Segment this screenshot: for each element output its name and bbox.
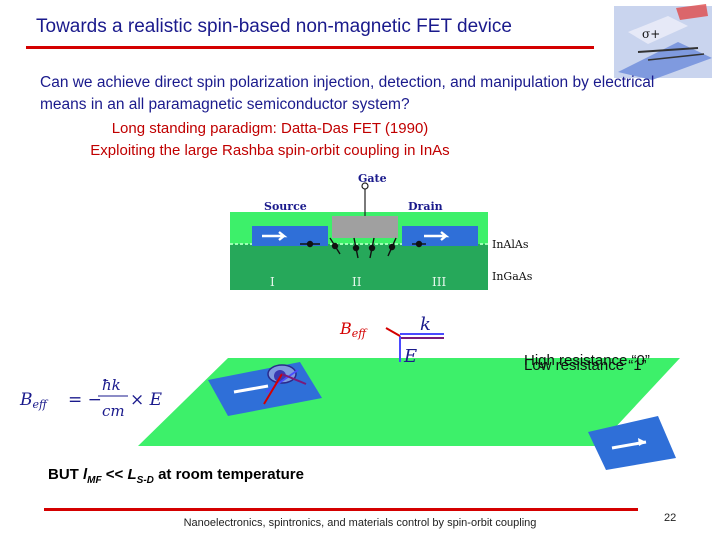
svg-text:× E: × E: [130, 390, 163, 410]
e-vector-label: E: [403, 346, 417, 367]
gate-label: Gate: [358, 172, 387, 185]
rashba-formula: Beff = − ħk cm × E: [19, 376, 163, 420]
spin-precession-sphere: [263, 364, 307, 405]
intro-question: Can we achieve direct spin polarization …: [40, 74, 655, 113]
svg-text:cm: cm: [102, 402, 125, 420]
b-eff-vector-label: Beff: [339, 319, 368, 340]
region-i-label: I: [270, 275, 275, 289]
svg-text:= −: = −: [68, 390, 102, 410]
room-temperature-caveat: BUT lMF << LS-D at room temperature: [48, 466, 304, 486]
ingaas-layer: [230, 244, 488, 290]
spin-fet-illustration: Beff k E Beff = − ħk cm × E: [19, 314, 680, 470]
low-resistance-label: Low resistance “1”: [524, 357, 647, 374]
inalas-label: InAlAs: [492, 238, 529, 251]
k-vector-label: k: [420, 314, 431, 335]
corner-device-illustration: σ+: [614, 4, 712, 80]
title-divider: [26, 46, 594, 49]
footer-text: Nanoelectronics, spintronics, and materi…: [183, 517, 537, 529]
field-vectors: [385, 327, 444, 362]
source-label: Source: [264, 200, 307, 213]
footer-divider: [44, 508, 638, 511]
svg-text:Beff: Beff: [19, 390, 49, 411]
drain-label: Drain: [408, 200, 443, 213]
gate-terminal: [361, 182, 369, 190]
region-iii-label: III: [432, 275, 446, 289]
region-ii-label: II: [352, 275, 362, 289]
page-number: 22: [664, 512, 677, 524]
gate-electrode: [332, 216, 398, 238]
high-resistance-label: High resistance “0”: [524, 352, 650, 369]
paradigm-line: Long standing paradigm: Datta-Das FET (1…: [111, 120, 429, 137]
slide-title: Towards a realistic spin-based non-magne…: [36, 16, 512, 37]
spin-precession-arrows: [300, 237, 426, 259]
sigma-plus-label: σ+: [642, 27, 660, 41]
rashba-line: Exploiting the large Rashba spin-orbit c…: [90, 142, 450, 159]
ingaas-label: InGaAs: [492, 270, 533, 283]
svg-text:ħk: ħk: [102, 376, 121, 394]
datta-das-fet-diagram: Gate Source Drain InAlAs InGaAs I II III: [228, 168, 542, 294]
